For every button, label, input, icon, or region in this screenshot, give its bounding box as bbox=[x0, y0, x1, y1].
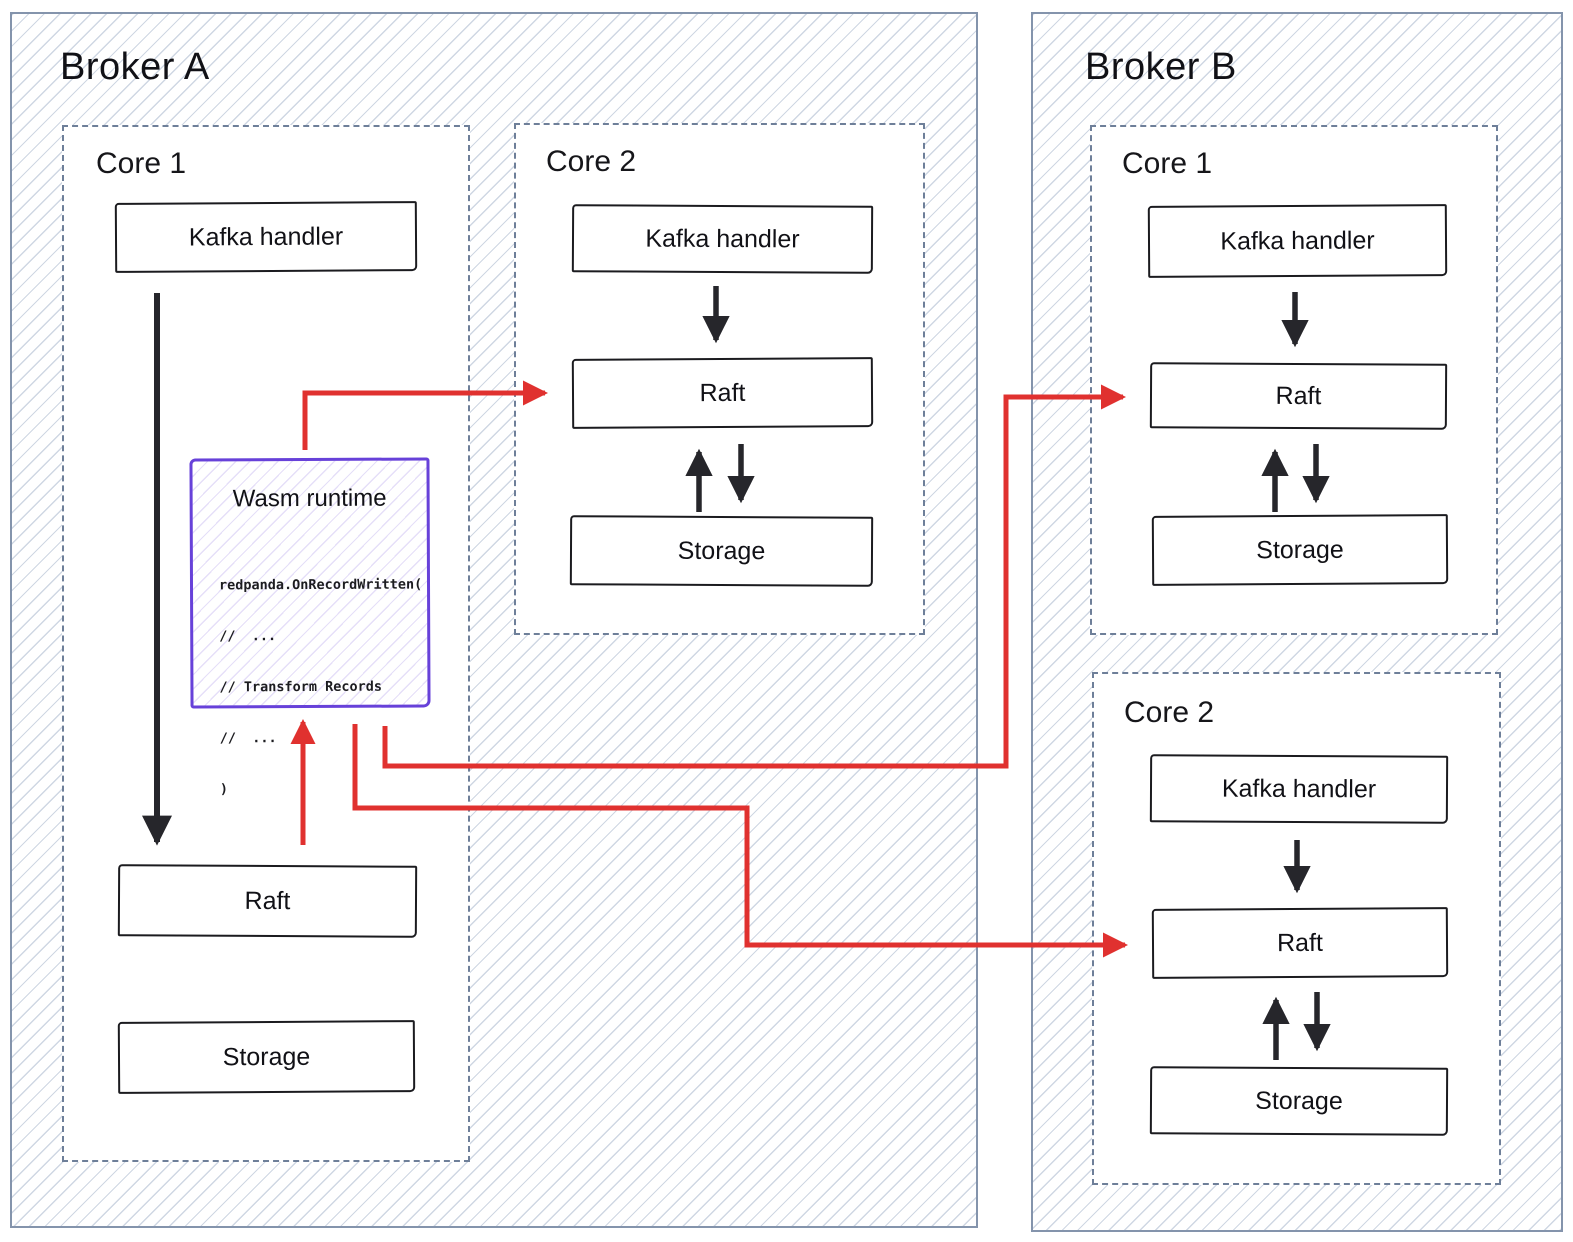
node-label: Raft bbox=[699, 378, 746, 407]
node-storage-b1: Storage bbox=[1151, 514, 1449, 586]
code-line: ) bbox=[219, 781, 229, 798]
code-line: redpanda.OnRecordWritten( bbox=[218, 576, 423, 594]
code-line: // Transform Records bbox=[219, 678, 383, 696]
node-label: Kafka handler bbox=[1221, 774, 1377, 803]
node-label: Storage bbox=[1256, 535, 1344, 564]
node-label: Storage bbox=[677, 536, 766, 565]
node-label: Raft bbox=[244, 886, 291, 915]
broker-b-core-1-title: Core 1 bbox=[1122, 147, 1213, 180]
node-raft-a1: Raft bbox=[117, 864, 418, 938]
broker-b-core-2-title: Core 2 bbox=[1124, 696, 1215, 729]
wasm-code-snippet: redpanda.OnRecordWritten( // ... // Tran… bbox=[219, 542, 428, 832]
node-kafka-handler-a2: Kafka handler bbox=[571, 204, 874, 274]
code-line: // ... bbox=[219, 730, 277, 747]
wasm-runtime-title: Wasm runtime bbox=[232, 484, 387, 513]
code-line: // ... bbox=[219, 628, 277, 645]
node-label: Kafka handler bbox=[188, 222, 344, 251]
broker-a-core-1-title: Core 1 bbox=[96, 147, 187, 180]
node-label: Storage bbox=[222, 1042, 311, 1071]
node-storage-b2: Storage bbox=[1149, 1066, 1449, 1136]
wasm-runtime-box: Wasm runtime redpanda.OnRecordWritten( /… bbox=[189, 457, 431, 797]
node-kafka-handler-b2: Kafka handler bbox=[1149, 754, 1449, 824]
node-raft-b2: Raft bbox=[1151, 907, 1449, 979]
broker-a-core-2-title: Core 2 bbox=[546, 145, 637, 178]
node-storage-a2: Storage bbox=[569, 515, 874, 587]
node-label: Kafka handler bbox=[1220, 226, 1375, 255]
broker-b-title: Broker B bbox=[1085, 46, 1237, 88]
node-label: Raft bbox=[1276, 928, 1324, 957]
broker-a-title: Broker A bbox=[60, 46, 210, 88]
node-raft-a2: Raft bbox=[571, 357, 874, 429]
node-raft-b1: Raft bbox=[1149, 362, 1448, 430]
node-label: Kafka handler bbox=[645, 224, 800, 253]
node-label: Raft bbox=[1275, 381, 1322, 410]
node-storage-a1: Storage bbox=[117, 1020, 416, 1094]
node-label: Storage bbox=[1255, 1086, 1343, 1115]
node-kafka-handler-a1: Kafka handler bbox=[114, 201, 418, 273]
node-kafka-handler-b1: Kafka handler bbox=[1147, 204, 1448, 278]
